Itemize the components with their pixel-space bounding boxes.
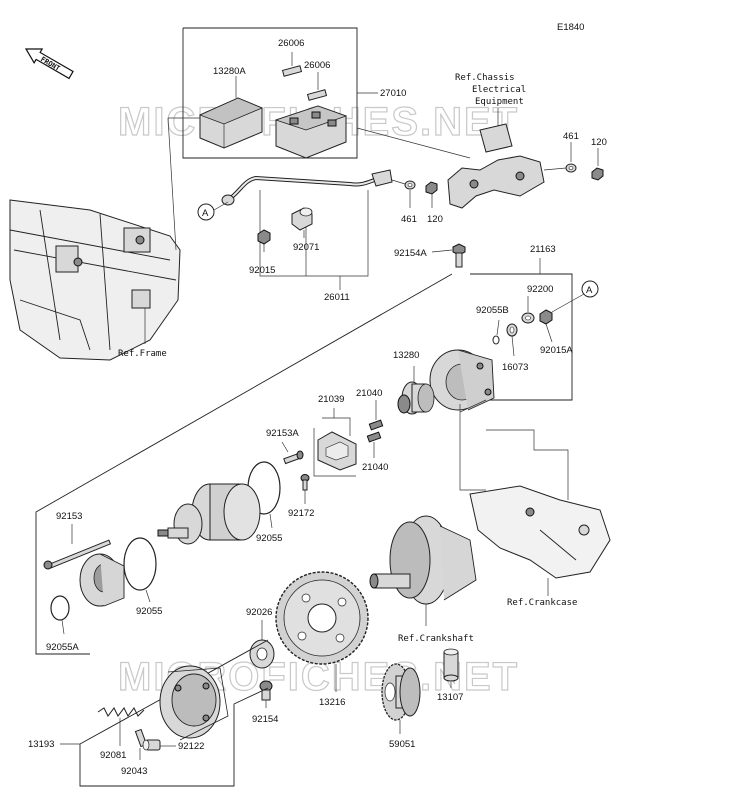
group-21163-frame: [470, 273, 573, 401]
callout-a-right: A: [581, 280, 599, 298]
nut-120-right: [591, 167, 604, 181]
label-92154: 92154: [252, 714, 278, 725]
label-21163: 21163: [530, 244, 556, 255]
ref-chassis-line3: Equipment: [475, 97, 524, 107]
label-92015A: 92015A: [540, 345, 573, 356]
oring-92055A: [50, 595, 70, 621]
shaft-13107: [443, 648, 459, 682]
label-92055A: 92055A: [46, 642, 79, 653]
ref-frame: Ref.Frame: [118, 349, 167, 359]
label-92026: 92026: [246, 607, 272, 618]
relay-group-frame: [182, 27, 358, 159]
ref-chassis-line1: Ref.Chassis: [455, 73, 515, 83]
label-13216: 13216: [319, 697, 345, 708]
label-92055-middle: 92055: [136, 606, 162, 617]
nut-92015A: [539, 309, 553, 325]
label-13193: 13193: [28, 739, 54, 750]
bolt-92154: [259, 680, 273, 701]
brush-21040-b: [366, 431, 382, 443]
idle-gear-13280: [397, 381, 435, 415]
label-92043: 92043: [121, 766, 147, 777]
oring-92055-middle: [123, 537, 157, 591]
washer-92200: [521, 312, 535, 324]
roller-92122: [142, 739, 161, 751]
label-13280: 13280: [393, 350, 419, 361]
screw-92172: [300, 474, 310, 491]
label-59051: 59051: [389, 739, 415, 750]
fuse-26006-b: [306, 89, 328, 101]
label-13107: 13107: [437, 692, 463, 703]
screw-92153A: [283, 450, 304, 465]
label-92122: 92122: [178, 741, 204, 752]
label-26006-a: 26006: [278, 38, 304, 49]
starter-clutch-cover: [429, 349, 495, 411]
label-92055-upper: 92055: [256, 533, 282, 544]
frame-reference-drawing: [9, 199, 181, 361]
starter-motor: [157, 483, 261, 545]
label-27010: 27010: [380, 88, 406, 99]
spring-92081: [97, 707, 145, 717]
label-92200: 92200: [527, 284, 553, 295]
cap-92071: [291, 207, 313, 231]
relay-13280A: [198, 97, 264, 149]
callout-a-right-text: A: [586, 285, 593, 296]
gear-59051: [381, 663, 421, 721]
bolt-92154A: [452, 243, 466, 268]
ref-crankshaft: Ref.Crankshaft: [398, 634, 474, 644]
group-13193-frame: [79, 639, 269, 787]
label-92015: 92015: [249, 265, 275, 276]
label-92055B: 92055B: [476, 305, 509, 316]
label-21040-a: 21040: [356, 388, 382, 399]
callout-a-left: A: [197, 203, 215, 221]
brush-holder-21039: [317, 431, 357, 471]
chassis-electrical-bracket: [447, 123, 545, 209]
label-92071: 92071: [293, 242, 319, 253]
label-461-right: 461: [563, 131, 579, 142]
label-92154A: 92154A: [394, 248, 427, 259]
washer-461-left: [404, 180, 416, 190]
label-461-left: 461: [401, 214, 417, 225]
diagram-code: E1840: [557, 22, 584, 33]
label-120-right: 120: [591, 137, 607, 148]
label-26006-b: 26006: [304, 60, 330, 71]
front-arrow-icon: FRONT: [24, 48, 74, 80]
nut-92015: [257, 229, 271, 245]
starter-motor-group-frame: [35, 273, 453, 655]
crankcase-reference-drawing: [469, 485, 611, 579]
callout-a-left-text: A: [202, 208, 209, 219]
fuse-26006-a: [281, 65, 303, 77]
label-13280A: 13280A: [213, 66, 246, 77]
brush-21040-a: [368, 419, 384, 431]
nut-120-left: [425, 181, 438, 195]
collar-16073: [506, 323, 518, 337]
label-120-left: 120: [427, 214, 443, 225]
washer-92026: [249, 639, 275, 669]
starter-gear-13216: [275, 571, 369, 665]
label-92081: 92081: [100, 750, 126, 761]
label-92172: 92172: [288, 508, 314, 519]
label-26011: 26011: [324, 292, 350, 303]
ref-crankcase: Ref.Crankcase: [507, 598, 577, 608]
ref-chassis-line2: Electrical: [472, 85, 526, 95]
cable-26011: [221, 169, 393, 206]
label-92153A: 92153A: [266, 428, 299, 439]
crankshaft: [369, 515, 477, 605]
starter-relay-27010: [274, 105, 348, 159]
bolt-92153: [43, 539, 112, 570]
label-92153: 92153: [56, 511, 82, 522]
label-21039: 21039: [318, 394, 344, 405]
starter-end-cover: [79, 553, 125, 607]
oring-92055B: [492, 335, 500, 345]
label-21040-b: 21040: [362, 462, 388, 473]
clutch-housing-13193: [159, 665, 229, 741]
label-16073: 16073: [502, 362, 528, 373]
washer-461-right: [565, 163, 577, 173]
